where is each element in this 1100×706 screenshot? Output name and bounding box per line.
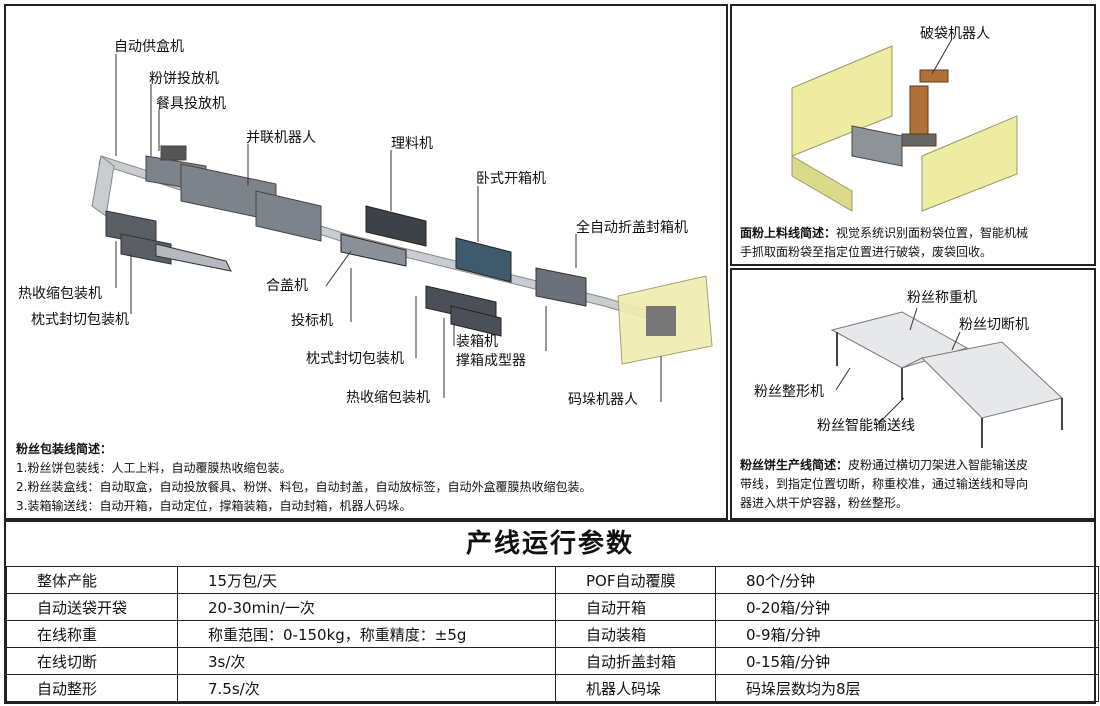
upper-machines: [145, 145, 322, 242]
bag-breaking-cell-illustration: [791, 38, 1018, 212]
parameters-table: 整体产能 15万包/天 POF自动覆膜 80个/分钟 自动送袋开袋 20-30m…: [6, 566, 1099, 702]
leader-lines-br: [835, 307, 961, 426]
packaging-line-panel: 自动供盒机 粉饼投放机 餐具投放机 并联机器人 理料机 卧式开箱机 全自动折盖封…: [4, 4, 728, 520]
conveyor-belts: [830, 311, 1064, 448]
packaging-line-illustration: [91, 54, 713, 402]
leader-lines: [115, 54, 662, 402]
noodle-desc-title: 粉丝饼生产线简述：: [740, 458, 849, 472]
label-case-packer: 装箱机: [456, 334, 498, 350]
param-value: 0-15箱/分钟: [715, 647, 1099, 675]
packaging-desc-title: 粉丝包装线简述：: [16, 442, 113, 456]
flour-desc-text-1: 视觉系统识别面粉袋位置，智能机械: [836, 226, 1029, 240]
table-row: 在线称重 称重范围：0-150kg，称重精度：±5g 自动装箱 0-9箱/分钟: [6, 620, 1099, 648]
param-value: 0-9箱/分钟: [715, 620, 1099, 648]
bag-breaking-robot: [901, 69, 949, 147]
flour-feeding-panel: 破袋机器人 面粉上料线简述：视觉系统识别面粉袋位置，智能机械 手抓取面粉袋至指定…: [730, 4, 1096, 266]
param-value: 20-30min/一次: [177, 593, 556, 621]
bag-hopper: [851, 125, 903, 167]
label-auto-flap-sealer: 全自动折盖封箱机: [576, 220, 688, 236]
noodle-cake-description: 粉丝饼生产线简述：皮粉通过横切刀架进入智能输送皮 带线，到指定位置切断，称重校准…: [740, 456, 1090, 513]
parameters-title: 产线运行参数: [465, 529, 634, 559]
table-row: 整体产能 15万包/天 POF自动覆膜 80个/分钟: [6, 566, 1099, 594]
param-name: 整体产能: [6, 566, 178, 594]
palletizing-cell: [617, 275, 713, 365]
param-name: 在线称重: [6, 620, 178, 648]
label-shrink-wrapper-left: 热收缩包装机: [18, 286, 102, 302]
param-value: 80个/分钟: [715, 566, 1099, 594]
param-name: 机器人码垛: [555, 674, 716, 702]
label-parallel-robot: 并联机器人: [246, 130, 316, 146]
flour-feeding-description: 面粉上料线简述：视觉系统识别面粉袋位置，智能机械 手抓取面粉袋至指定位置进行破袋…: [740, 224, 1090, 262]
label-bag-breaking-robot: 破袋机器人: [920, 26, 990, 42]
table-row: 自动送袋开袋 20-30min/一次 自动开箱 0-20箱/分钟: [6, 593, 1099, 621]
label-cutlery-dropper: 餐具投放机: [156, 96, 226, 112]
label-shrink-wrapper-mid: 热收缩包装机: [346, 390, 430, 406]
param-name: POF自动覆膜: [555, 566, 716, 594]
noodle-desc-text-1: 皮粉通过横切刀架进入智能输送皮: [848, 458, 1029, 472]
left-wrappers: [105, 210, 232, 272]
flour-desc-title: 面粉上料线简述：: [740, 226, 837, 240]
label-cake-dropper: 粉饼投放机: [149, 71, 219, 87]
noodle-cake-line-illustration: [830, 307, 1064, 448]
param-name: 自动送袋开袋: [6, 593, 178, 621]
flap-sealer: [535, 267, 587, 307]
leader-line: [931, 38, 953, 75]
safety-fence: [791, 45, 1018, 212]
param-value: 15万包/天: [177, 566, 556, 594]
param-value: 0-20箱/分钟: [715, 593, 1099, 621]
label-palletizing-robot: 码垛机器人: [568, 392, 638, 408]
label-pillow-wrapper-mid: 枕式封切包装机: [306, 351, 404, 367]
param-value: 码垛层数均为8层: [715, 674, 1099, 702]
packaging-desc-line-3: 3.装箱输送线：自动开箱，自动定位，撑箱装箱，自动封箱，机器人码垛。: [16, 499, 412, 513]
flour-desc-text-2: 手抓取面粉袋至指定位置进行破袋，废袋回收。: [740, 245, 993, 259]
noodle-desc-text-2: 带线，到指定位置切断，称重校准，通过输送线和导向: [740, 477, 1029, 491]
noodle-cake-panel: 粉丝称重机 粉丝切断机 粉丝整形机 粉丝智能输送线 粉丝饼生产线简述：皮粉通过横…: [730, 268, 1096, 520]
label-noodle-shaper: 粉丝整形机: [754, 384, 824, 400]
table-row: 在线切断 3s/次 自动折盖封箱 0-15箱/分钟: [6, 647, 1099, 675]
sorting-machine: [340, 205, 427, 267]
param-name: 自动整形: [6, 674, 178, 702]
param-name: 在线切断: [6, 647, 178, 675]
label-case-former: 撑箱成型器: [456, 353, 526, 369]
case-erector: [455, 237, 512, 283]
param-value: 7.5s/次: [177, 674, 556, 702]
param-name: 自动折盖封箱: [555, 647, 716, 675]
param-name: 自动装箱: [555, 620, 716, 648]
label-pillow-wrapper-left: 枕式封切包装机: [31, 312, 129, 328]
param-value: 3s/次: [177, 647, 556, 675]
label-noodle-conveyor: 粉丝智能输送线: [817, 418, 915, 434]
middle-wrappers: [425, 285, 502, 337]
param-name: 自动开箱: [555, 593, 716, 621]
label-sorting-machine: 理料机: [391, 136, 433, 152]
label-noodle-cutter: 粉丝切断机: [959, 317, 1029, 333]
parameters-panel: 产线运行参数 整体产能 15万包/天 POF自动覆膜 80个/分钟 自动送袋开袋…: [4, 520, 1099, 704]
packaging-desc-line-2: 2.粉丝装盒线：自动取盒，自动投放餐具、粉饼、料包，自动封盖，自动放标签，自动外…: [16, 480, 592, 494]
label-noodle-weigher: 粉丝称重机: [907, 290, 977, 306]
param-value: 称重范围：0-150kg，称重精度：±5g: [177, 620, 556, 648]
packaging-desc-line-1: 1.粉丝饼包装线：人工上料，自动覆膜热收缩包装。: [16, 461, 292, 475]
noodle-desc-text-3: 器进入烘干炉容器，粉丝整形。: [740, 496, 909, 510]
packaging-line-description: 粉丝包装线简述： 1.粉丝饼包装线：人工上料，自动覆膜热收缩包装。 2.粉丝装盒…: [16, 440, 716, 516]
label-horizontal-case-erector: 卧式开箱机: [476, 171, 546, 187]
table-row: 自动整形 7.5s/次 机器人码垛 码垛层数均为8层: [6, 674, 1099, 702]
label-auto-box-feeder: 自动供盒机: [114, 39, 184, 55]
label-lid-closer: 合盖机: [266, 278, 308, 294]
label-label-dropper: 投标机: [291, 313, 333, 329]
